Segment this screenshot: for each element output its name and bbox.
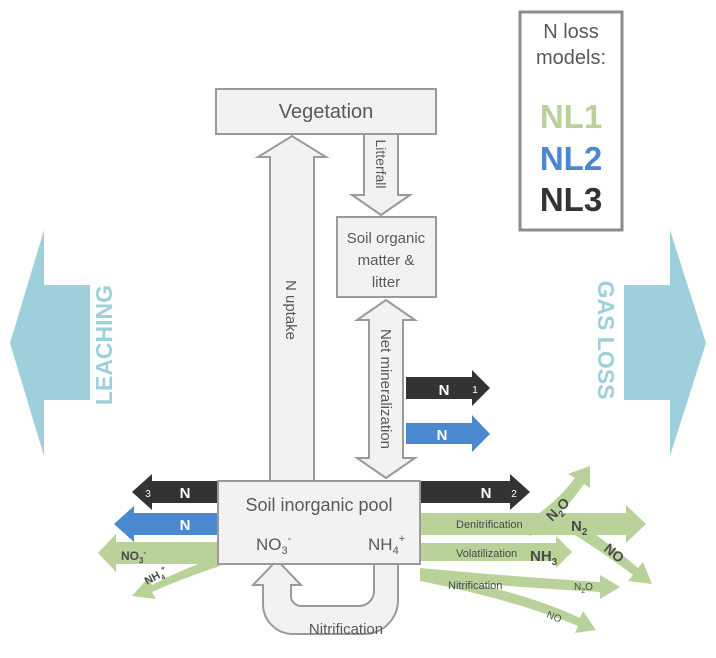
no3-label: NO3-: [256, 533, 292, 557]
legend-nl2: NL2: [540, 140, 602, 177]
gas-nl3-n: N: [481, 485, 492, 502]
n-uptake-label: N uptake: [282, 280, 299, 340]
legend-nl3: NL3: [540, 181, 602, 218]
mineralization-nl3-arrow: [406, 370, 490, 406]
nl1-leach-no3-arrow: [98, 534, 220, 572]
soil-organic-matter-box: [336, 216, 437, 298]
denitrification-label: Denitrification: [456, 519, 523, 531]
net-mineralization-label: Net mineralization: [377, 329, 394, 449]
leach-no3-label: NO3-: [121, 548, 146, 565]
nitrification-gas-label: Nitrification: [448, 580, 502, 592]
nh4-label: NH4+: [368, 533, 405, 557]
gas-nl3-arrow: [420, 474, 530, 510]
nl1-n2o-arrow: [520, 466, 590, 536]
nl1-nitrification-arrow: [420, 568, 620, 599]
nl1-volatilization-arrow: [420, 536, 572, 568]
mineralization-nl3-index: 1: [472, 385, 478, 396]
volatilization-label: Volatilization: [456, 548, 517, 560]
legend-title-line2: models:: [536, 47, 606, 69]
nitrification-loop-arrow: [250, 558, 399, 635]
vegetation-box: [215, 88, 437, 135]
nl1-no-arrow: [420, 572, 596, 633]
small-n2o-label: N2O: [574, 582, 593, 595]
soil-pool-label: Soil inorganic pool: [245, 495, 392, 515]
n-uptake-arrow: [254, 134, 330, 482]
nitrification-loop-label: Nitrification: [309, 621, 383, 638]
leach-nl2-n: N: [180, 517, 191, 534]
net-mineralization-arrow: [353, 298, 419, 480]
mineralization-nl3-n: N: [439, 382, 450, 399]
leach-nl3-arrow: [132, 474, 218, 510]
legend-nl1: NL1: [540, 98, 602, 135]
nl1-no-gas-arrow: [570, 522, 652, 584]
small-no-label: NO: [545, 610, 563, 626]
legend-box: [518, 10, 624, 232]
leaching-label: LEACHING: [91, 285, 117, 405]
som-label-line1: Soil organic: [347, 230, 426, 247]
mineralization-nl2-arrow: [406, 415, 490, 452]
leaching-arrow-shape: [10, 230, 90, 456]
gas-loss-arrow-shape: [624, 230, 706, 456]
litterfall-arrow: [348, 133, 414, 217]
leach-nl2-arrow: [114, 506, 218, 542]
vegetation-label: Vegetation: [279, 101, 374, 123]
leach-nl3-index: 3: [145, 489, 151, 500]
gas-loss-label: GAS LOSS: [593, 281, 619, 400]
legend-title-line1: N loss: [543, 21, 599, 43]
som-label-line3: litter: [372, 274, 400, 291]
som-label-line2: matter &: [358, 252, 415, 269]
n2-label: N2: [571, 518, 588, 538]
litterfall-label: Litterfall: [373, 139, 389, 188]
nl1-leach-nh4-arrow: [132, 556, 220, 599]
gas-nl3-index: 2: [511, 489, 517, 500]
leach-nl3-n: N: [180, 485, 191, 502]
nh3-label: NH3: [530, 548, 558, 568]
mineralization-nl2-n: N: [437, 427, 448, 444]
soil-inorganic-pool-box: [217, 480, 421, 565]
